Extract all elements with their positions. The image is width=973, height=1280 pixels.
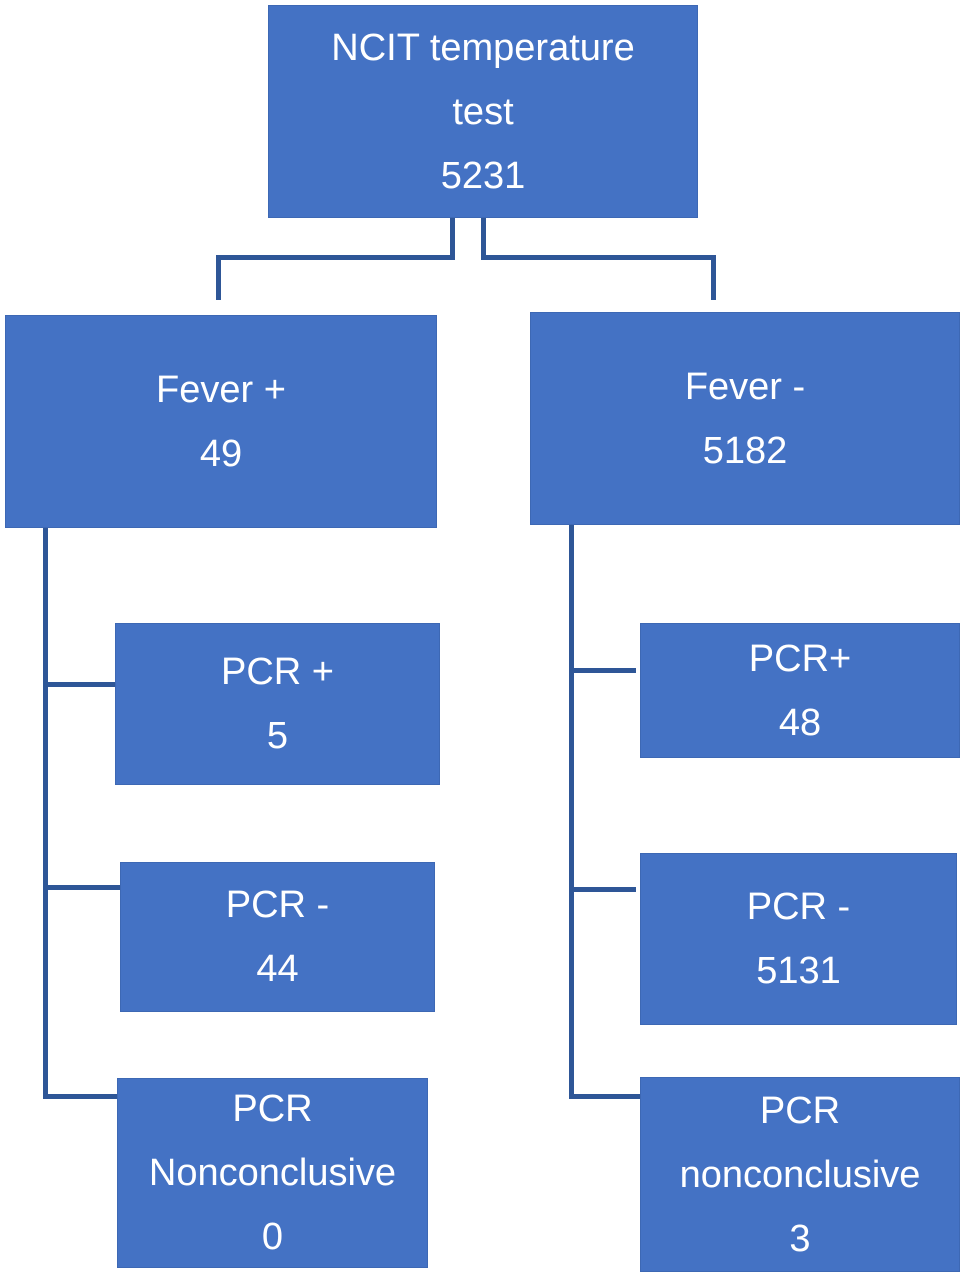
- node-value: 44: [256, 948, 299, 990]
- node-fever-positive-pcr-negative: PCR - 44: [120, 862, 435, 1012]
- connector-fever-positive-to-pcr-negative: [43, 885, 120, 890]
- connector-fever-positive-trunk: [43, 528, 48, 1099]
- node-label: PCR -: [225, 884, 330, 926]
- connector-fever-negative-to-pcr-negative: [569, 887, 636, 892]
- connector-root-to-fever-positive: [450, 218, 455, 260]
- connector-root-to-fever-negative: [481, 218, 486, 260]
- node-label: Nonconclusive: [148, 1152, 397, 1194]
- connector-fever-negative-to-pcr-positive: [569, 668, 636, 673]
- node-value: 5182: [702, 429, 788, 472]
- node-label: PCR -: [746, 886, 851, 928]
- node-label: NCIT temperature: [331, 26, 635, 69]
- node-value: 3: [789, 1217, 811, 1260]
- node-label: test: [452, 90, 514, 133]
- connector-root-to-fever-positive: [216, 255, 221, 300]
- connector-fever-negative-to-pcr-nonconclusive: [569, 1094, 640, 1099]
- node-value: 5131: [756, 950, 841, 992]
- node-fever-positive: Fever + 49: [5, 315, 437, 528]
- connector-root-to-fever-negative: [481, 255, 716, 260]
- node-value: 49: [199, 432, 243, 475]
- node-value: 0: [261, 1216, 284, 1258]
- node-fever-negative: Fever - 5182: [530, 312, 960, 525]
- node-ncit-temperature-test: NCIT temperature test 5231: [268, 5, 698, 218]
- node-label: Fever +: [156, 368, 286, 411]
- node-value: 5231: [440, 154, 526, 197]
- node-label: PCR +: [221, 651, 334, 693]
- node-label: Fever -: [684, 365, 806, 408]
- node-value: 5: [266, 715, 289, 757]
- connector-fever-positive-to-pcr-positive: [43, 682, 115, 687]
- connector-fever-negative-trunk: [569, 525, 574, 1099]
- node-label: nonconclusive: [679, 1153, 921, 1196]
- node-label: PCR: [232, 1088, 313, 1130]
- node-value: 48: [778, 701, 822, 744]
- node-fever-negative-pcr-nonconclusive: PCR nonconclusive 3: [640, 1077, 960, 1272]
- connector-fever-positive-to-pcr-nonconclusive: [43, 1094, 117, 1099]
- node-fever-negative-pcr-positive: PCR+ 48: [640, 623, 960, 758]
- node-label: PCR+: [748, 637, 852, 680]
- node-fever-positive-pcr-nonconclusive: PCR Nonconclusive 0: [117, 1078, 428, 1268]
- connector-root-to-fever-negative: [711, 255, 716, 300]
- connector-root-to-fever-positive: [216, 255, 455, 260]
- node-label: PCR: [759, 1089, 841, 1132]
- node-fever-positive-pcr-positive: PCR + 5: [115, 623, 440, 785]
- node-fever-negative-pcr-negative: PCR - 5131: [640, 853, 957, 1025]
